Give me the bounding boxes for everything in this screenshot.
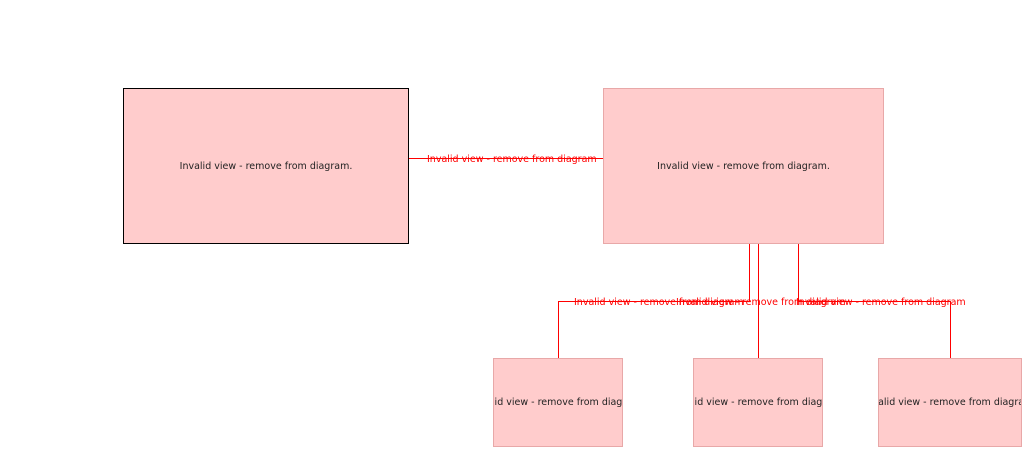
node-label: Invalid view - remove from diagram. (179, 160, 353, 172)
edge-to-bottom-middle[interactable]: Invalid view - remove from diagram (676, 243, 846, 358)
edge-label: Invalid view - remove from diagram (574, 297, 744, 308)
edge-label: Invalid view - remove from diagram (427, 154, 597, 165)
diagram-node-bottom-right[interactable]: Invalid view - remove from diagram. (878, 358, 1022, 447)
edge-label: Invalid view - remove from diagram (676, 297, 846, 308)
node-label: Invalid view - remove from diagram. (878, 397, 1021, 408)
edge-top-to-top-right[interactable]: Invalid view - remove from diagram (408, 154, 604, 165)
edge-label: Invalid view - remove from diagram (796, 297, 966, 308)
diagram-node-top-left[interactable]: Invalid view - remove from diagram. (123, 88, 409, 244)
diagram-node-bottom-left[interactable]: Invalid view - remove from diagram. (493, 358, 623, 447)
edge-to-bottom-right[interactable]: Invalid view - remove from diagram (796, 243, 966, 358)
diagram-node-bottom-middle[interactable]: Invalid view - remove from diagram. (693, 358, 823, 447)
node-label: Invalid view - remove from diagram. (694, 397, 823, 408)
edge-to-bottom-left[interactable]: Invalid view - remove from diagram (558, 243, 750, 358)
node-label: Invalid view - remove from diagram. (494, 397, 623, 408)
node-label: Invalid view - remove from diagram. (657, 160, 830, 172)
diagram-node-top-right[interactable]: Invalid view - remove from diagram. (603, 88, 884, 244)
